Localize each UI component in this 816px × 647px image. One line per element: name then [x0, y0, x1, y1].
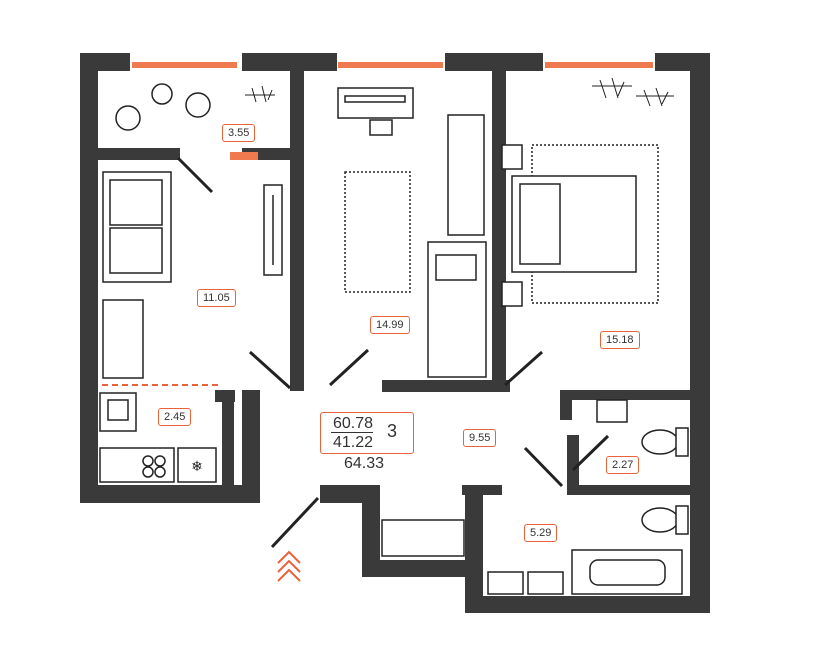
bedroom2-furniture: [501, 144, 659, 307]
snowflake-icon: ❄: [191, 459, 203, 475]
area-with-balcony: 64.33: [344, 455, 385, 472]
entrance-arrow-icon: [277, 550, 301, 582]
room-area-bedroom-2: 15.18: [600, 331, 640, 349]
bedroom1-furniture: [337, 87, 487, 378]
windows: [132, 62, 653, 160]
room-area-toilet: 2.27: [606, 456, 640, 474]
area-summary-box: 60.78 41.22 3: [320, 412, 414, 454]
wardrobe: [381, 519, 465, 557]
room-area-living: 11.05: [197, 289, 236, 307]
room-area-bedroom-1: 14.99: [370, 316, 410, 334]
toilet-fixtures: [596, 399, 689, 457]
room-area-bathroom: 5.29: [524, 524, 558, 542]
doors: [176, 156, 610, 549]
room-area-kitchen: 2.45: [158, 408, 192, 426]
room-area-hallway: 9.55: [463, 429, 497, 447]
living-furniture: [102, 171, 283, 379]
summary-divider: [331, 432, 373, 433]
balcony-furniture: [115, 83, 211, 131]
bathroom-fixtures: [487, 505, 689, 595]
living-area: 41.22: [333, 434, 374, 451]
room-area-balcony: 3.55: [222, 124, 256, 142]
kitchen-furniture: [99, 392, 217, 483]
plant-icon: [245, 77, 674, 107]
rooms-count: 3: [387, 421, 398, 441]
walls: [80, 53, 710, 613]
total-area: 60.78: [333, 415, 374, 432]
